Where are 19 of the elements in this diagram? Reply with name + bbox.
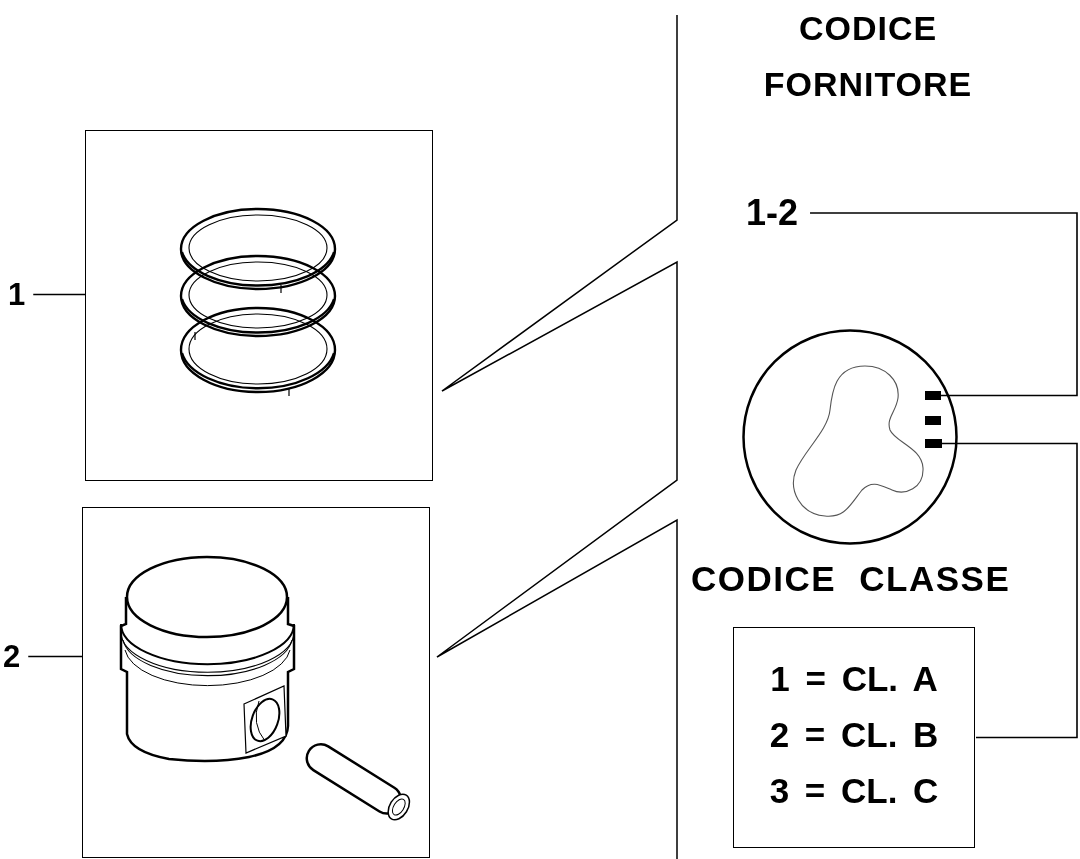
leader-line <box>941 442 1078 739</box>
callout-number: 2 <box>3 641 21 672</box>
code-mark <box>925 416 941 425</box>
section-heading: CODICE CLASSE <box>691 561 1011 596</box>
leader-line <box>32 293 86 296</box>
section-heading: CODICE FORNITORE <box>762 8 974 105</box>
class-code-text: 1 = CL. A <box>770 661 938 696</box>
picture-frame <box>82 507 430 858</box>
class-code-box <box>733 627 975 848</box>
code-mark <box>925 391 941 400</box>
supplier-code-text: 1-2 <box>746 195 799 231</box>
picture-frame <box>85 130 433 481</box>
class-code-text: 3 = CL. C <box>769 773 939 808</box>
leader-line <box>27 655 83 658</box>
class-code-text: 2 = CL. B <box>769 717 939 752</box>
piston-top-view <box>742 329 958 545</box>
code-mark <box>925 439 942 448</box>
callout-number: 1 <box>8 279 26 310</box>
leader-line <box>809 212 1078 397</box>
